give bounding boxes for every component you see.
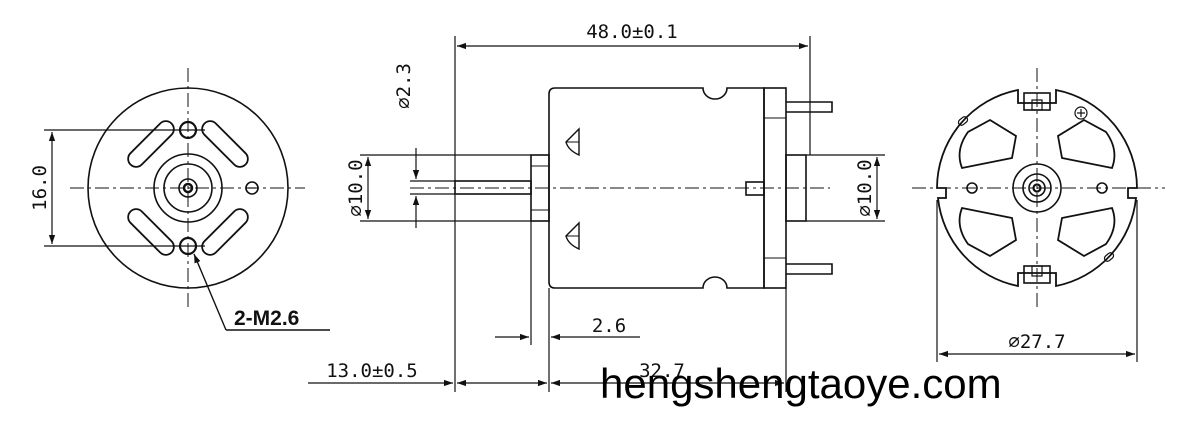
side-dimensions [308, 36, 885, 392]
rear-bearing-boss [785, 154, 807, 222]
front-shaft [182, 182, 194, 194]
motor-body-outline [548, 87, 765, 289]
body-length-text: 32.7 [639, 360, 685, 382]
plus-terminal-mark [1074, 106, 1088, 120]
rear-shaft-stub [745, 181, 765, 196]
front-view [44, 68, 330, 331]
shaft-length-text: 13.0±0.5 [326, 360, 418, 382]
body-diameter-dimension [936, 200, 1138, 362]
rear-endcap-outline [936, 88, 1138, 288]
rear-hole-right [1096, 182, 1108, 194]
watermark-text: hengshengtaoye.com [600, 360, 1002, 407]
left-boss-diameter-text: ⌀10.0 [345, 159, 367, 216]
rear-hole-left [966, 182, 978, 194]
right-boss-diameter-text: ⌀10.0 [854, 159, 876, 216]
mount-screw-leader [193, 253, 330, 331]
side-view [308, 36, 885, 392]
front-shaft-bushing [178, 178, 198, 198]
front-vent-slots [127, 120, 249, 256]
front-hub-outer [153, 153, 223, 223]
rear-centerlines [912, 68, 1165, 308]
rear-vent-segments [958, 118, 1116, 258]
rear-small-slots [957, 116, 1115, 262]
front-outer-rim [87, 87, 289, 289]
shaft-diameter-text: ⌀2.3 [393, 63, 415, 109]
front-hub-mid [163, 163, 213, 213]
terminal-bottom [786, 263, 833, 275]
overall-length-text: 48.0±0.1 [586, 21, 678, 43]
mount-screw-label: 2-M2.6 [234, 307, 299, 330]
rear-hub-mid [1022, 173, 1052, 203]
front-centerlines [70, 68, 305, 308]
rear-shaft [1032, 183, 1042, 193]
body-diameter-text: ⌀27.7 [1008, 331, 1065, 353]
terminal-top [786, 101, 833, 113]
rear-hub-outer [1012, 163, 1062, 213]
vent-hole-right [245, 181, 259, 195]
shaft [454, 180, 532, 195]
boss-length-text: 2.6 [592, 315, 626, 337]
rear-view [912, 68, 1165, 362]
hole-spacing-dimension [44, 129, 205, 247]
rear-bearing [1028, 179, 1046, 197]
hole-spacing-text: 16.0 [29, 165, 51, 211]
